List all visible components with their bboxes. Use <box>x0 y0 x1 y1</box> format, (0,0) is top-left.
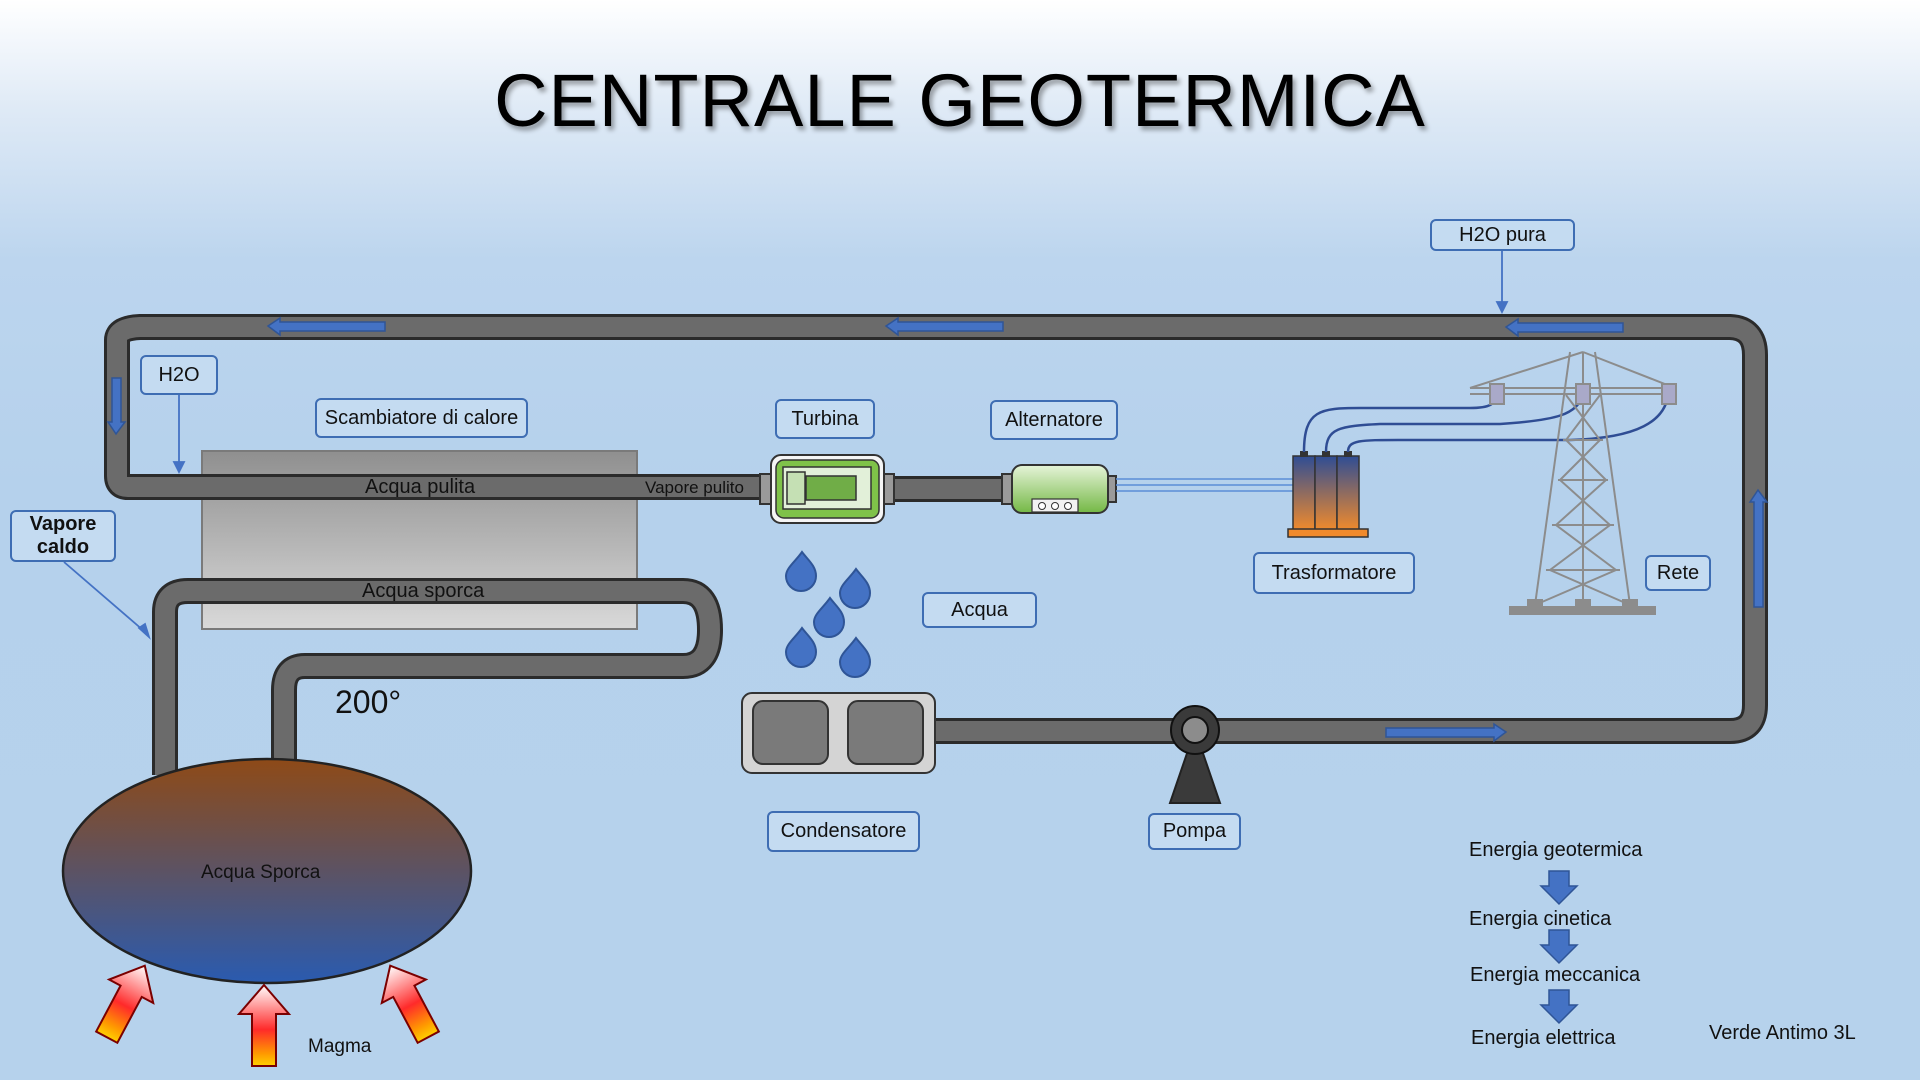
magma-arrow-icon <box>236 983 292 1067</box>
flow-arrows <box>106 316 1769 743</box>
flow-arrow-down <box>106 377 127 436</box>
leader-lines <box>63 251 1509 640</box>
condenser <box>741 692 936 774</box>
pump <box>1168 705 1222 804</box>
energy-step-kinetic: Energia cinetica <box>1469 908 1612 930</box>
down-arrow-icon <box>1539 929 1579 965</box>
flow-arrow-left-1 <box>266 316 386 337</box>
power-lines <box>1116 478 1295 492</box>
flow-arrow-up <box>1748 488 1769 608</box>
transmission-wires <box>1302 393 1670 453</box>
water-droplets <box>784 550 872 678</box>
magma-arrows <box>94 964 441 1067</box>
magma-arrow-icon <box>94 964 155 1045</box>
dirty-water-pipe-label: Acqua sporca <box>362 580 485 602</box>
energy-chain-arrows <box>1539 870 1579 1025</box>
turbine <box>759 454 895 524</box>
clean-steam-pipe-label: Vapore pulito <box>645 478 744 497</box>
transformer <box>1287 451 1369 538</box>
magma-arrow-icon <box>380 964 441 1045</box>
grid-label: Rete <box>1645 555 1711 591</box>
flow-arrow-right <box>1385 722 1508 743</box>
clean-water-pipe-label: Acqua pulita <box>365 476 476 498</box>
droplet-icon <box>812 596 846 638</box>
hot-steam-label: Vapore caldo <box>10 510 116 562</box>
droplet-icon <box>784 626 818 668</box>
temperature-label: 200° <box>335 684 402 720</box>
flow-arrow-left-3 <box>1504 317 1624 338</box>
turbine-label: Turbina <box>775 399 875 439</box>
condenser-label: Condensatore <box>767 811 920 852</box>
dirty-water-reservoir <box>61 757 473 985</box>
droplet-icon <box>838 567 872 609</box>
alternator-label: Alternatore <box>990 400 1118 440</box>
droplet-icon <box>838 636 872 678</box>
energy-step-geothermal: Energia geotermica <box>1469 839 1643 861</box>
alternator <box>1001 464 1117 514</box>
water-label: Acqua <box>922 592 1037 628</box>
down-arrow-icon <box>1539 870 1579 906</box>
pump-label: Pompa <box>1148 813 1241 850</box>
transformer-label: Trasformatore <box>1253 552 1415 594</box>
heat-exchanger-label: Scambiatore di calore <box>315 398 528 438</box>
h2o-pure-label: H2O pura <box>1430 219 1575 251</box>
electric-pylon <box>1469 351 1677 615</box>
page-title: CENTRALE GEOTERMICA <box>494 59 1426 142</box>
author-label: Verde Antimo 3L <box>1709 1022 1856 1044</box>
h2o-label: H2O <box>140 355 218 395</box>
magma-label: Magma <box>308 1036 372 1057</box>
down-arrow-icon <box>1539 989 1579 1025</box>
energy-step-mechanical: Energia meccanica <box>1470 964 1641 986</box>
droplet-icon <box>784 550 818 592</box>
flow-arrow-left-2 <box>884 316 1004 337</box>
reservoir-label: Acqua Sporca <box>201 862 321 883</box>
energy-step-electric: Energia elettrica <box>1471 1027 1616 1049</box>
